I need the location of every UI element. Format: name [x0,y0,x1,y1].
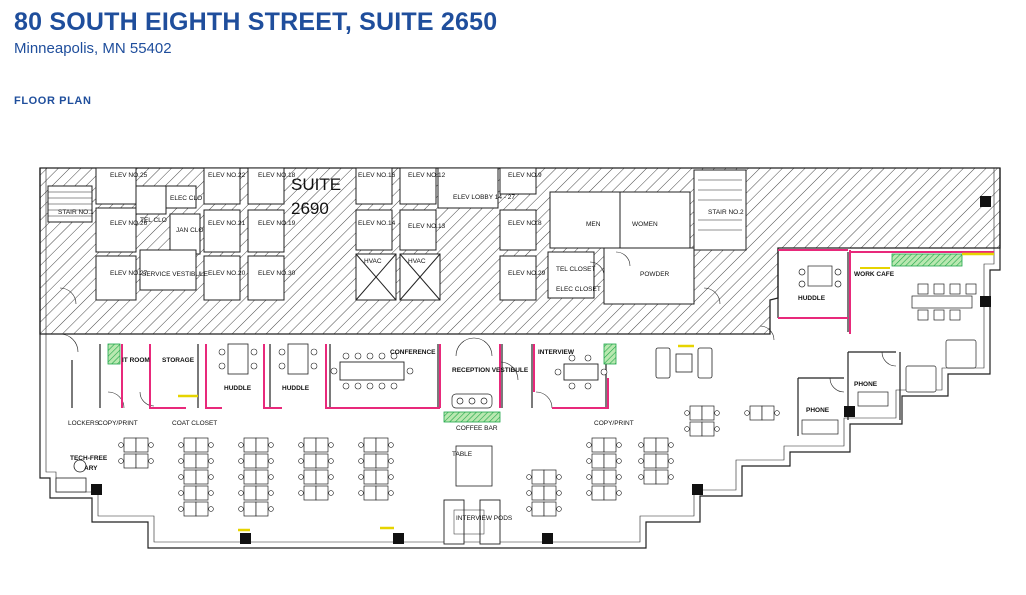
structural-columns [91,196,991,544]
workstation-desk [526,485,562,501]
elevator-label: ELEV NO.16 [358,172,396,179]
room-labels: IT ROOM STORAGE HUDDLE HUDDLE HUDDLE CON… [68,271,895,522]
workstation-desk [526,501,562,517]
elevator-label: ELEV NO.14 [358,220,396,227]
interview-pods-label: INTERVIEW PODS [456,515,513,522]
tel-clo-label: TEL CLO [140,217,167,224]
workstation-desk [238,485,274,501]
phone-label: PHONE [806,407,830,414]
workstation-desk [586,437,622,453]
copy-print-label: COPY/PRINT [98,420,138,427]
workstation-desk [298,453,334,469]
workstation-desk [358,453,394,469]
elevator-label: ELEV NO.20 [208,270,246,277]
elevator-label: ELEV NO.27 [110,270,148,277]
tel-closet-label: TEL CLOSET [556,266,596,273]
huddle-label: HUDDLE [282,385,310,392]
conference-label: CONFERENCE [390,349,436,356]
address-subtitle: Minneapolis, MN 55402 [14,40,172,57]
workstation-desk [238,501,274,517]
elevator-label: ELEV NO.8 [508,220,542,227]
elevator-label: ELEV NO.18 [258,172,296,179]
furniture [55,265,977,545]
phone-label: PHONE [854,381,878,388]
reception-label: RECEPTION VESTIBULE [452,367,529,374]
copy-print-label: COPY/PRINT [594,420,634,427]
workstation-desk [586,453,622,469]
elevator-label: ELEV NO.30 [258,270,296,277]
workstation-desk [638,437,674,453]
women-label: WOMEN [632,221,658,228]
workstation-desk [744,405,780,421]
elevator-label: ELEV NO.25 [110,172,148,179]
storage-label: STORAGE [162,357,195,364]
interview-label: INTERVIEW [538,349,575,356]
page-title: 80 SOUTH EIGHTH STREET, SUITE 2650 [14,8,498,36]
table-label: TABLE [452,451,473,458]
workstation-desk [638,453,674,469]
tech-free-label: TECH-FREE [70,455,108,462]
workstation-desk [586,485,622,501]
elev-lobby-label: ELEV LOBBY 14 - 27 [453,194,515,201]
coffee-bar-label: COFFEE BAR [456,425,498,432]
core-labels: SUITE 2690 ELEV NO.25 ELEV NO.22 ELEV NO… [58,172,744,293]
workstation-desk [178,453,214,469]
lockers-label: LOCKERS [68,420,100,427]
workstation-desk [586,469,622,485]
workstation-desk [684,421,720,437]
workstation-desk [238,453,274,469]
workstation-desk [178,469,214,485]
elevator-label: ELEV NO.12 [408,172,446,179]
work-cafe-label: WORK CAFE [854,271,895,278]
huddle-label: HUDDLE [224,385,252,392]
workstation-desk [358,485,394,501]
elec-clo-label: ELEC CLO [170,195,202,202]
accent-elements [107,252,994,532]
workstation-desk [178,485,214,501]
service-vestibule-label: SERVICE VESTIBULE [142,271,209,278]
huddle-label: HUDDLE [798,295,826,302]
powder-label: POWDER [640,271,670,278]
workstation-desk [526,469,562,485]
workstation-desk [118,437,154,453]
workstation-desk [238,437,274,453]
workstation-desk [358,437,394,453]
coat-closet-label: COAT CLOSET [172,420,217,427]
it-room-label: IT ROOM [122,357,150,364]
section-label: FLOOR PLAN [14,95,92,107]
stair-label: STAIR NO.2 [708,209,744,216]
elevator-label: ELEV NO.26 [110,220,148,227]
stair-label: STAIR NO.1 [58,209,94,216]
elevator-label: ELEV NO.29 [508,270,546,277]
jan-clo-label: JAN CLO [176,227,203,234]
elevator-label: ELEV NO.22 [208,172,246,179]
elevator-label: ELEV NO.13 [408,223,446,230]
workstation-desk [118,453,154,469]
workstation-desk [638,469,674,485]
workstation-desk [298,469,334,485]
door-swings [59,251,897,409]
new-walls [121,249,994,409]
workstation-desk [178,501,214,517]
hvac-label: HVAC [364,258,382,265]
workstation-desk [178,437,214,453]
workstation-clusters [118,405,780,517]
elevator-label: ELEV NO.19 [258,220,296,227]
workstation-desk [684,405,720,421]
workstation-desk [298,437,334,453]
tech-free-label-2: ARY [84,465,98,472]
suite-label: SUITE [291,175,341,194]
workstation-desk [238,469,274,485]
building-core [39,167,1001,335]
men-label: MEN [586,221,601,228]
suite-number: 2690 [291,199,329,218]
hvac-label: HVAC [408,258,426,265]
workstation-desk [358,469,394,485]
workstation-desk [298,485,334,501]
elec-closet-label: ELEC CLOSET [556,286,601,293]
elevator-label: ELEV NO.9 [508,172,542,179]
elevator-label: ELEV NO.21 [208,220,246,227]
